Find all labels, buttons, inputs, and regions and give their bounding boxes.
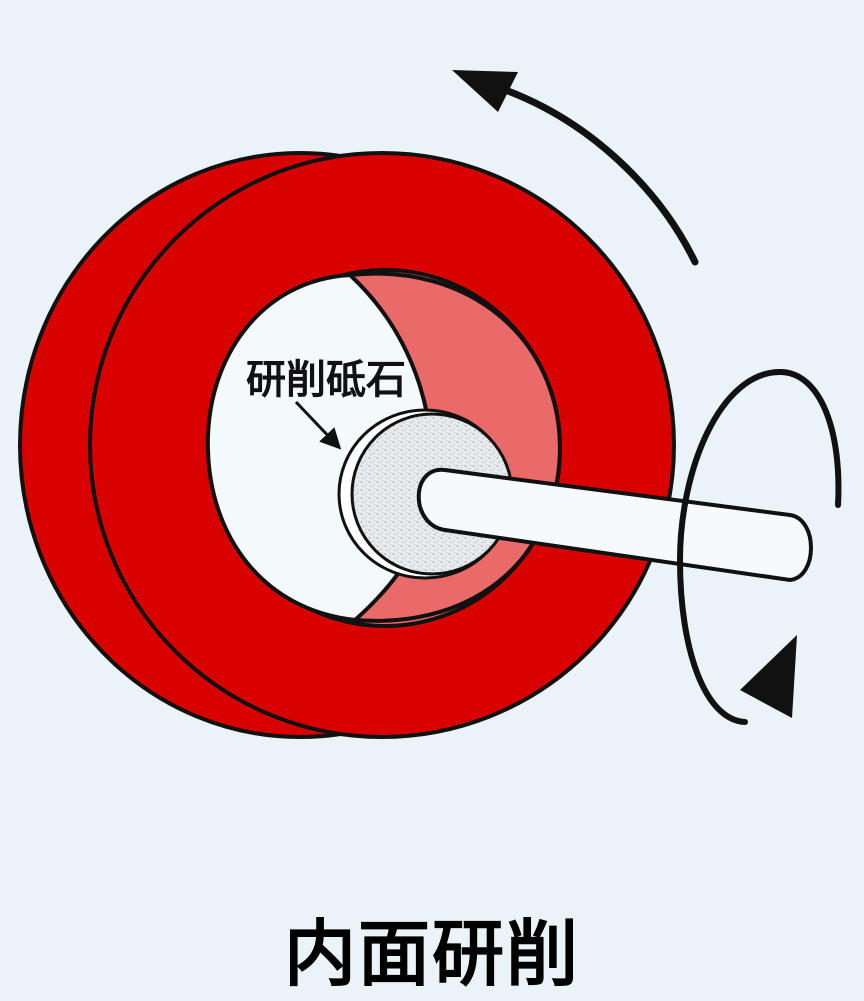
- spindle-shaft: [416, 467, 813, 583]
- curved-arrow-icon: [452, 70, 699, 266]
- circular-arrow-icon: [676, 368, 842, 725]
- bore-edge: [349, 271, 563, 623]
- workpiece: [18, 151, 676, 739]
- label-pointer-arrow: [294, 400, 342, 450]
- diagram-caption: 内面研削: [283, 912, 580, 996]
- grinding-wheel-label: 研削砥石: [246, 357, 406, 403]
